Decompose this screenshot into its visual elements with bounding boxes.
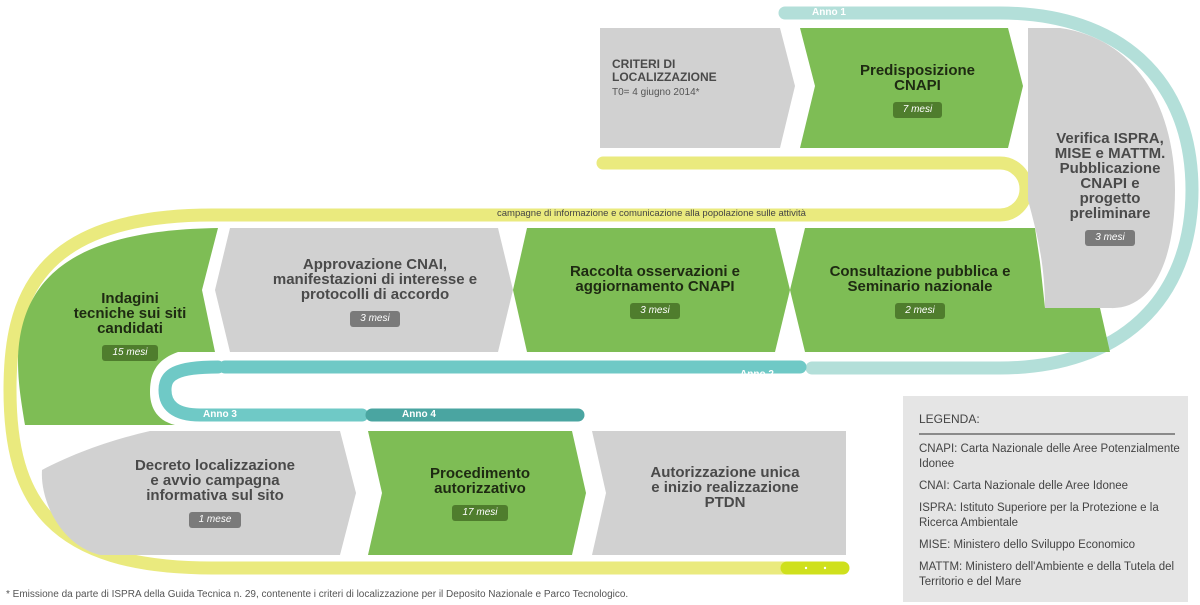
legend-divider — [919, 433, 1175, 435]
criteri-title-2: LOCALIZZAZIONE — [612, 70, 717, 84]
step-raccolta: Raccolta osservazioni e aggiornamento CN… — [540, 258, 770, 324]
step-decreto: Decreto localizzazione e avvio campagna … — [110, 452, 320, 534]
step-autorizzazione-shape — [592, 431, 846, 555]
step-predisposizione: Predisposizione CNAPI 7 mesi — [825, 55, 1010, 125]
raccolta-duration: 3 mesi — [630, 302, 680, 319]
step-approvazione-shape — [215, 228, 513, 352]
legend-item: CNAI: Carta Nazionale delle Aree Idonee — [919, 480, 1129, 492]
indagini-title: Indagini tecniche sui siti candidati — [73, 290, 187, 337]
campaign-band — [3, 156, 1033, 575]
procedimento-title: Procedimento autorizzativo — [429, 464, 531, 497]
year-1-band — [778, 6, 1199, 375]
approvazione-duration: 3 mesi — [350, 311, 400, 327]
verifica-title: Verifica ISPRA, MISE e MATTM. Pubblicazi… — [1054, 129, 1166, 222]
procedimento-duration: 17 mesi — [452, 504, 508, 521]
step-approvazione: Approvazione CNAI, manifestazioni di int… — [250, 256, 500, 328]
raccolta-title: Raccolta osservazioni e aggiornamento CN… — [569, 262, 741, 295]
decreto-title: Decreto localizzazione e avvio campagna … — [134, 457, 296, 504]
criteri-title-1: CRITERI DI — [612, 57, 676, 71]
step-consultazione: Consultazione pubblica e Seminario nazio… — [815, 258, 1025, 324]
legend-item: MATTM: Ministero dell'Ambiente e della T… — [919, 561, 1175, 588]
step-predisposizione-shape — [800, 28, 1023, 148]
consultazione-duration: 2 mesi — [895, 302, 945, 319]
step-procedimento: Procedimento autorizzativo 17 mesi — [390, 460, 570, 526]
verifica-duration: 3 mesi — [1085, 229, 1135, 246]
autorizzazione-title: Autorizzazione unica e inizio realizzazi… — [650, 463, 800, 511]
step-indagini-shape — [18, 228, 218, 425]
step-decreto-shape — [41, 431, 356, 555]
legend-item: CNAPI: Carta Nazionale delle Aree Potenz… — [919, 443, 1180, 470]
year-2-label: Anno 2 — [740, 369, 774, 380]
predisposizione-duration: 7 mesi — [892, 101, 943, 118]
campaign-label: campagne di informazione e comunicazione… — [497, 208, 806, 219]
step-criteri: CRITERI DI LOCALIZZAZIONE T0= 4 giugno 2… — [612, 57, 772, 99]
step-verifica: Verifica ISPRA, MISE e MATTM. Pubblicazi… — [1040, 128, 1180, 248]
year-3-band — [158, 360, 369, 422]
step-consultazione-shape — [790, 228, 1110, 352]
year-4-label: Anno 4 — [402, 409, 436, 420]
legend-item: ISPRA: Istituto Superiore per la Protezi… — [919, 502, 1159, 529]
year-3-label: Anno 3 — [203, 409, 237, 420]
footnote: * Emissione da parte di ISPRA della Guid… — [6, 589, 629, 600]
step-indagini: Indagini tecniche sui siti candidati 15 … — [65, 290, 195, 362]
predisposizione-title: Predisposizione CNAPI — [859, 61, 976, 94]
legend-item: MISE: Ministero dello Sviluppo Economico — [919, 539, 1136, 551]
step-raccolta-shape — [513, 228, 790, 352]
consultazione-title: Consultazione pubblica e Seminario nazio… — [829, 262, 1011, 295]
indagini-duration: 15 mesi — [102, 345, 158, 361]
legend-box: LEGENDA: CNAPI: Carta Nazionale delle Ar… — [903, 396, 1188, 602]
step-procedimento-shape — [368, 431, 586, 555]
step-autorizzazione: Autorizzazione unica e inizio realizzazi… — [615, 462, 835, 512]
decreto-duration: 1 mese — [188, 512, 242, 528]
approvazione-title: Approvazione CNAI, manifestazioni di int… — [272, 256, 478, 303]
year-1-label: Anno 1 — [812, 7, 846, 18]
step-verifica-shape — [1028, 28, 1175, 309]
legend-title: LEGENDA: — [919, 412, 980, 426]
criteri-date: T0= 4 giugno 2014* — [612, 87, 700, 98]
step-criteri-shape — [600, 28, 795, 148]
